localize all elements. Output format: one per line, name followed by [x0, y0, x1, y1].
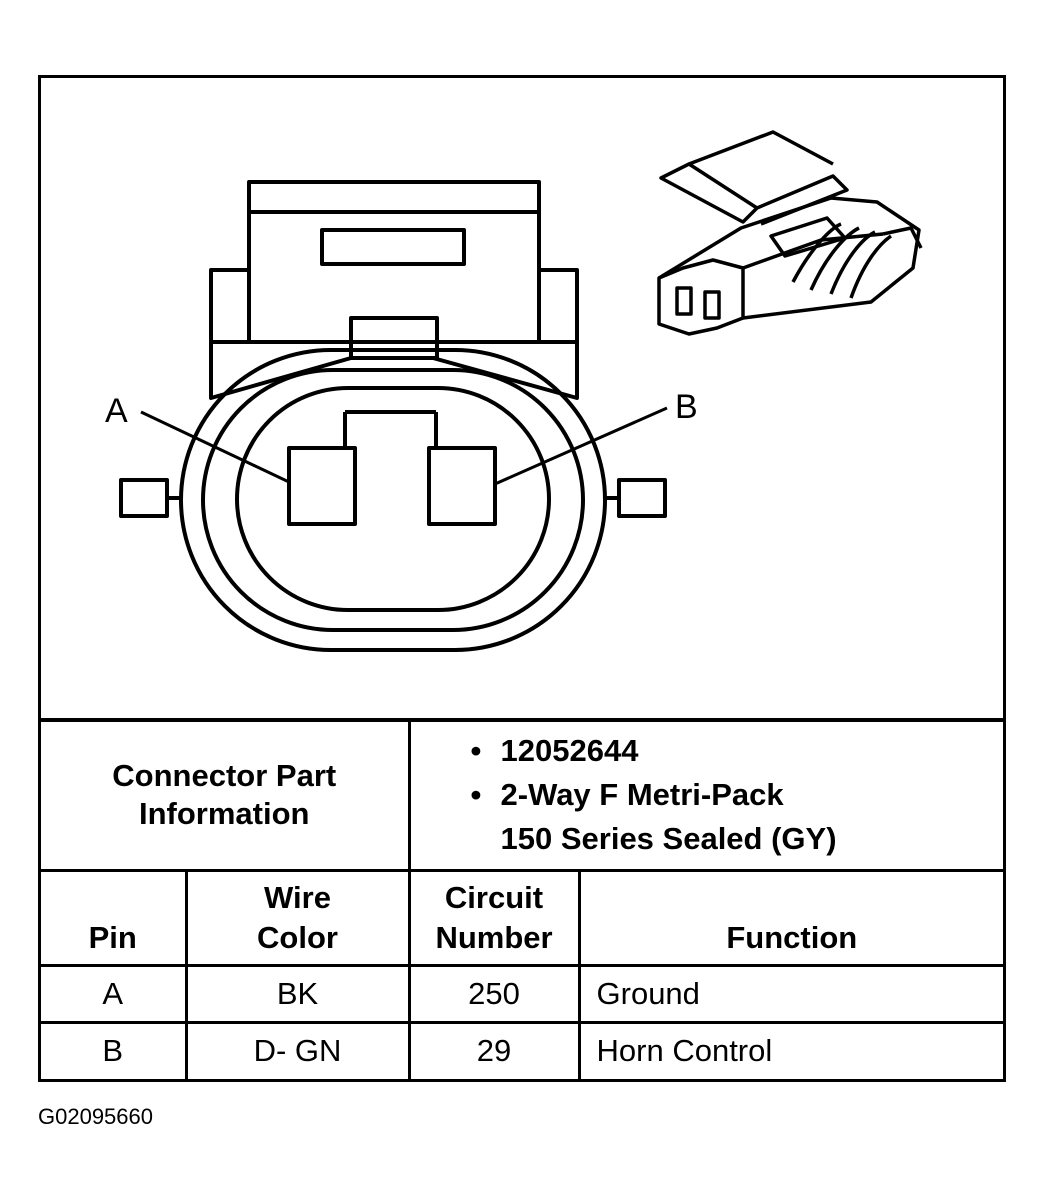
latch-block: [247, 180, 541, 344]
part-info-label-line1: Connector Part: [112, 758, 337, 794]
part-type-line1: 2-Way F Metri-Pack: [500, 777, 784, 813]
table-row: B D- GN 29 Horn Control: [41, 1020, 1004, 1079]
figure-id: G02095660: [38, 1104, 153, 1129]
cavity-2: [703, 290, 721, 320]
middle-seal: [201, 368, 585, 632]
left-lug: [119, 478, 169, 518]
part-info-label-line2: Information: [139, 796, 310, 832]
header-row: Pin Wire Color Circuit Number Function: [41, 868, 1004, 967]
wire-color-cell: BK: [184, 963, 411, 1024]
connector-end-view: [119, 180, 668, 652]
pin-cell: A: [41, 963, 188, 1024]
function-cell: Ground: [577, 963, 1004, 1024]
circuit-cell: 29: [407, 1020, 581, 1079]
inner-seal: [235, 386, 551, 612]
key-tab: [349, 316, 439, 360]
connector-info-table: Connector Part Information •12052644 • 2…: [41, 718, 1004, 1079]
pin-cell: B: [41, 1020, 188, 1079]
part-number: 12052644: [500, 733, 639, 769]
header-wire-color: Wire Color: [184, 868, 411, 967]
connector-drawing: A B: [105, 130, 923, 652]
outer-seal: [179, 348, 607, 652]
latch-window: [320, 228, 466, 266]
leader-a: [140, 410, 290, 484]
pin-label-a: A: [105, 392, 128, 430]
terminal-a: [287, 446, 357, 526]
connector-diagram-frame: A B Connector Part Information •12052644…: [38, 75, 1006, 1082]
circuit-cell: 250: [407, 963, 581, 1024]
table-row: A BK 250 Ground: [41, 963, 1004, 1024]
wire-color-cell: D- GN: [184, 1020, 411, 1079]
pin-label-b: B: [675, 388, 698, 426]
header-pin: Pin: [41, 868, 188, 967]
header-function: Function: [577, 868, 1004, 967]
part-type-bullet: • 2-Way F Metri-Pack 150 Series Sealed (…: [471, 773, 1004, 861]
part-number-bullet: •12052644: [471, 729, 1004, 773]
right-lug: [617, 478, 667, 518]
header-circuit-number: Circuit Number: [407, 868, 581, 967]
function-cell: Horn Control: [577, 1020, 1004, 1079]
connector-3d-illustration: [657, 130, 923, 336]
cavity-1: [675, 286, 693, 316]
part-info-row: Connector Part Information •12052644 • 2…: [41, 718, 1004, 872]
leader-b: [494, 406, 668, 486]
part-info-value-cell: •12052644 • 2-Way F Metri-Pack 150 Serie…: [407, 718, 1004, 872]
part-info-label-cell: Connector Part Information: [41, 718, 411, 872]
terminal-b: [427, 446, 497, 526]
part-type-line2: 150 Series Sealed (GY): [500, 821, 837, 857]
